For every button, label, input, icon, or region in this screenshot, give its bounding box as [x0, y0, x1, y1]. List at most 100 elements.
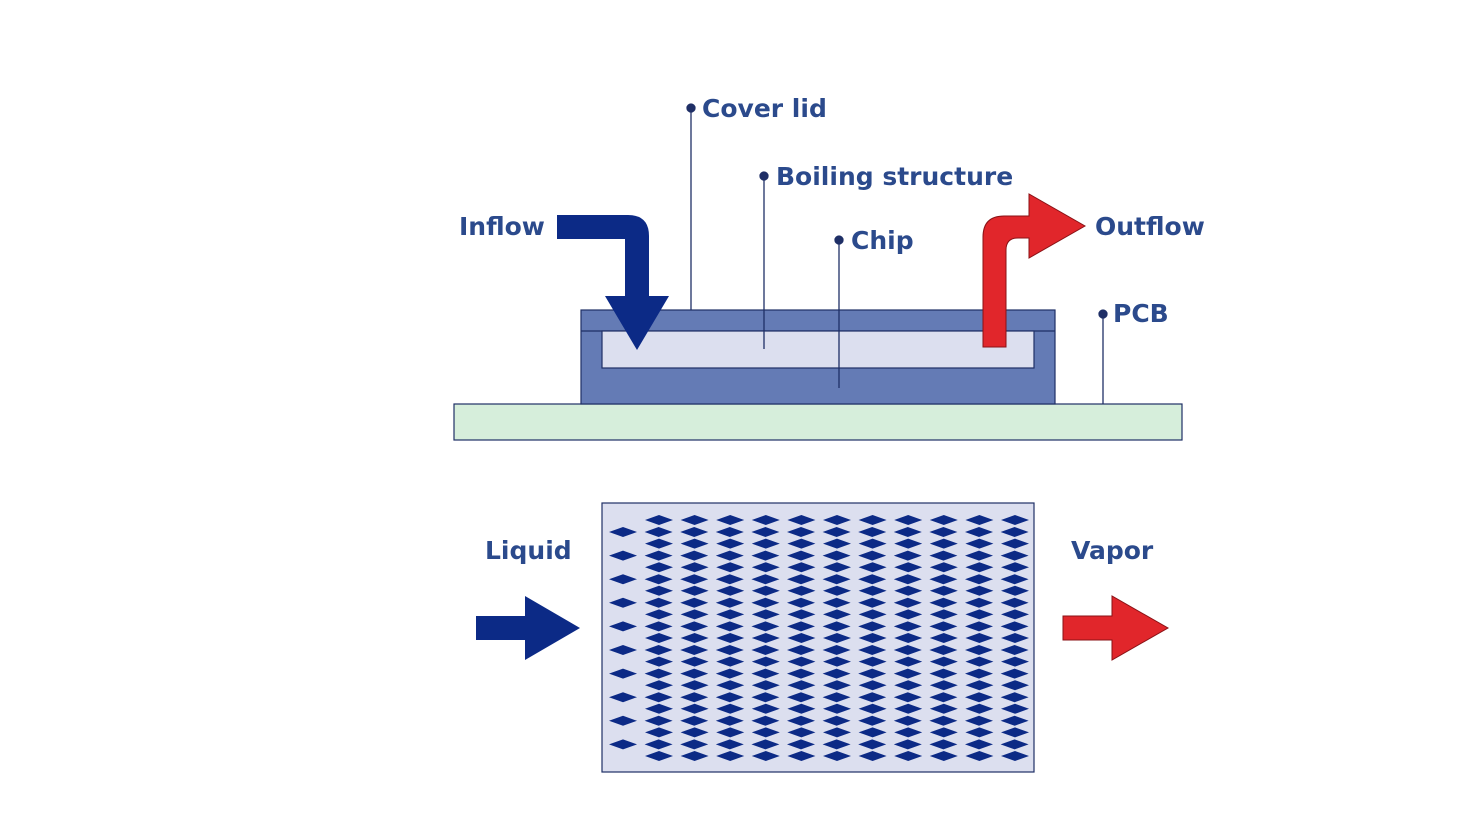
- diamond-fin: [893, 645, 922, 655]
- inflow-label: Inflow: [459, 212, 545, 241]
- diamond-fin: [751, 538, 780, 549]
- diamond-fin: [894, 515, 923, 525]
- diamond-fin: [1001, 703, 1029, 714]
- diamond-fin: [1001, 656, 1029, 667]
- diamond-fin: [644, 550, 673, 561]
- diamond-fin: [787, 645, 815, 655]
- diamond-fin: [965, 703, 994, 714]
- diamond-pattern: [609, 515, 1029, 761]
- diamond-fin: [929, 574, 958, 585]
- diamond-fin: [680, 645, 709, 655]
- diamond-fin: [893, 621, 922, 632]
- diamond-fin: [716, 609, 745, 620]
- diamond-fin: [858, 527, 887, 537]
- diamond-fin: [1000, 715, 1029, 726]
- diamond-fin: [680, 680, 709, 691]
- diamond-fin: [787, 739, 815, 750]
- diamond-fin: [680, 751, 709, 761]
- diamond-fin: [894, 633, 923, 643]
- diamond-fin: [894, 585, 923, 596]
- chip-dot: [834, 235, 844, 245]
- diamond-fin: [1000, 645, 1029, 655]
- diamond-fin: [751, 633, 780, 643]
- diamond-fin: [965, 609, 994, 620]
- diamond-fin: [680, 609, 709, 620]
- diamond-fin: [1000, 550, 1029, 561]
- diamond-fin: [965, 633, 994, 643]
- diamond-fin: [1000, 692, 1029, 703]
- diamond-fin: [644, 597, 673, 608]
- diamond-fin: [965, 656, 994, 667]
- diamond-fin: [894, 703, 923, 714]
- diamond-fin: [894, 538, 923, 549]
- diamond-fin: [822, 668, 851, 679]
- diamond-fin: [858, 703, 887, 714]
- diamond-fin: [751, 751, 780, 761]
- diamond-fin: [644, 692, 673, 703]
- diamond-fin: [645, 680, 673, 691]
- diamond-fin: [965, 727, 994, 738]
- diamond-fin: [823, 562, 851, 573]
- diamond-fin: [751, 562, 780, 573]
- diamond-fin: [965, 597, 993, 608]
- diamond-grid-background: [601, 502, 1035, 773]
- diamond-fin: [644, 715, 673, 726]
- diamond-fin: [893, 550, 922, 561]
- diamond-fin: [716, 727, 745, 738]
- diamond-fin: [823, 609, 851, 620]
- diamond-fin: [858, 562, 887, 573]
- diamond-fin: [680, 585, 709, 596]
- diamond-fin: [1000, 527, 1029, 537]
- diamond-fin: [751, 585, 780, 596]
- diamond-fin: [645, 727, 673, 738]
- diamond-fin: [1001, 751, 1029, 761]
- diamond-fin: [751, 609, 780, 620]
- diamond-fin: [965, 562, 994, 573]
- pcb-label: PCB: [1113, 299, 1169, 328]
- boiling-structure-dot: [759, 171, 769, 181]
- diamond-fin: [715, 550, 744, 561]
- diamond-fin: [965, 715, 993, 726]
- diamond-fin: [680, 574, 709, 585]
- diamond-fin: [1001, 538, 1029, 549]
- diamond-fin: [965, 680, 994, 691]
- diamond-fin: [858, 621, 887, 632]
- diamond-fin: [965, 515, 994, 525]
- diamond-fin: [1000, 574, 1029, 585]
- diamond-fin: [929, 739, 958, 750]
- diamond-fin: [858, 515, 887, 525]
- diamond-fin: [680, 562, 709, 573]
- diamond-fin: [751, 739, 780, 750]
- diamond-fin: [787, 621, 815, 632]
- diamond-fin: [929, 668, 958, 679]
- cover-lid-dot: [686, 103, 696, 113]
- diamond-fin: [787, 597, 815, 608]
- diamond-fin: [609, 715, 637, 726]
- diamond-fin: [716, 656, 745, 667]
- diamond-fin: [751, 621, 780, 632]
- diamond-fin: [787, 550, 815, 561]
- vapor-label: Vapor: [1071, 536, 1154, 565]
- diamond-fin: [715, 645, 744, 655]
- diamond-fin: [716, 562, 745, 573]
- diamond-fin: [822, 621, 851, 632]
- diamond-fin: [858, 550, 887, 561]
- diamond-fin: [644, 527, 673, 537]
- diamond-fin: [858, 633, 887, 643]
- outflow-label: Outflow: [1095, 212, 1205, 241]
- boiling-structure-cavity: [601, 330, 1035, 369]
- diamond-fin: [787, 574, 815, 585]
- liquid-label: Liquid: [485, 536, 572, 565]
- diamond-fin: [787, 585, 816, 596]
- diamond-fin: [929, 585, 958, 596]
- diamond-fin: [823, 585, 851, 596]
- diamond-fin: [751, 645, 780, 655]
- diamond-fin: [893, 739, 922, 750]
- diamond-fin: [858, 715, 887, 726]
- diamond-fin: [929, 751, 958, 761]
- diamond-fin: [787, 680, 816, 691]
- diamond-fin: [1000, 668, 1029, 679]
- diamond-fin: [929, 527, 958, 537]
- diamond-fin: [1001, 609, 1029, 620]
